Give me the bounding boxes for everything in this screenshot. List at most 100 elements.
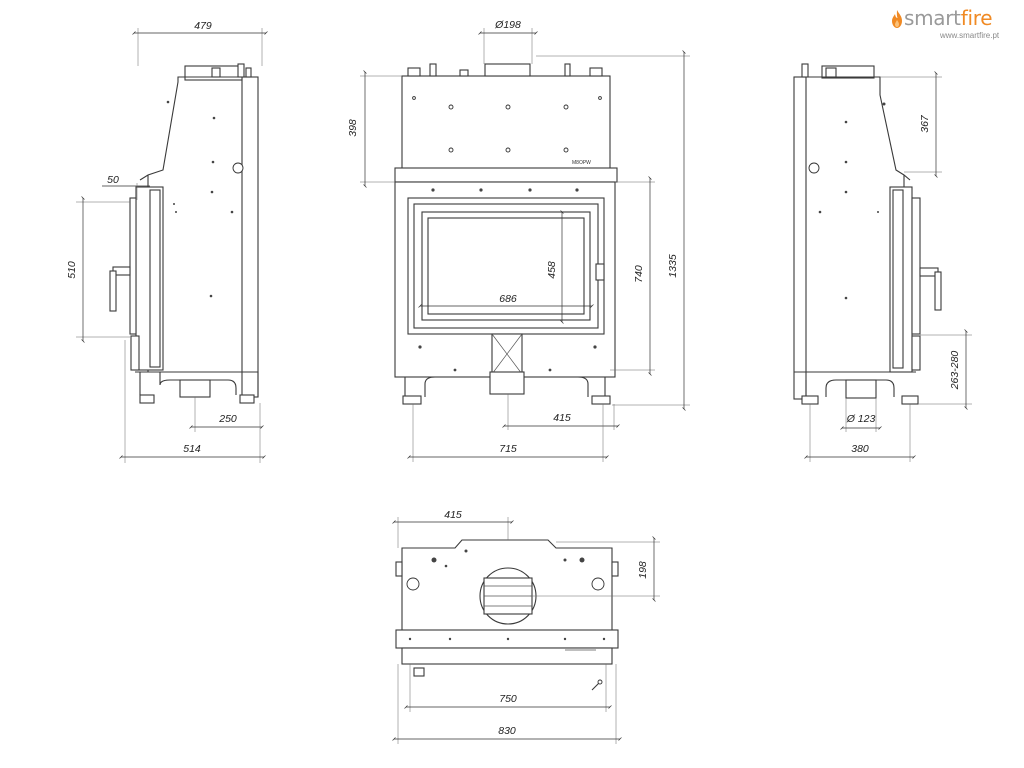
front-ash-channel-cross bbox=[491, 333, 523, 375]
front-foot-right bbox=[591, 395, 611, 405]
dim-air-inlet-height: 263-280 bbox=[949, 351, 961, 391]
front-rivet bbox=[528, 188, 532, 192]
dim-outlet-offset: 415 bbox=[553, 412, 571, 424]
dim-inner-width: 750 bbox=[499, 693, 517, 705]
top-side-lug-left bbox=[395, 561, 403, 577]
right-door-handle bbox=[934, 271, 942, 311]
front-bolt bbox=[563, 147, 569, 153]
front-rivet bbox=[479, 188, 483, 192]
top-fitting bbox=[464, 549, 468, 553]
front-bolt bbox=[412, 96, 416, 100]
top-rivet bbox=[448, 637, 452, 641]
left-lower-box bbox=[130, 335, 140, 371]
top-fitting bbox=[444, 564, 448, 568]
left-rivet bbox=[173, 203, 175, 205]
top-view: 415 198 750 830 bbox=[392, 509, 660, 744]
left-side-view: 479 50 510 250 514 bbox=[66, 20, 268, 463]
front-rivet bbox=[431, 188, 435, 192]
front-fitting-2 bbox=[429, 63, 437, 77]
left-foot-back bbox=[239, 394, 255, 404]
left-rivet bbox=[209, 294, 213, 298]
right-rivet bbox=[882, 102, 886, 106]
dim-overall-width: 830 bbox=[498, 725, 516, 737]
top-fitting bbox=[579, 557, 585, 563]
right-rivet bbox=[844, 190, 848, 194]
top-fitting bbox=[431, 557, 437, 563]
left-rivet bbox=[166, 100, 170, 104]
front-fitting-3 bbox=[459, 69, 469, 77]
dim-overall-depth: 380 bbox=[851, 443, 869, 455]
dim-frame-offset: 50 bbox=[107, 174, 119, 186]
front-bolt bbox=[448, 147, 454, 153]
left-base-line bbox=[135, 371, 259, 397]
front-view: M8OPW Ø198 398 458 bbox=[347, 19, 690, 462]
dim-top-depth: 479 bbox=[194, 20, 212, 32]
left-rivet bbox=[212, 116, 216, 120]
front-rivet bbox=[548, 368, 552, 372]
front-bolt bbox=[563, 104, 569, 110]
dim-air-inlet-diameter: Ø 123 bbox=[846, 413, 876, 425]
front-rivet bbox=[575, 188, 579, 192]
dim-total-height: 1335 bbox=[667, 254, 679, 278]
dim-upper-height: 367 bbox=[919, 114, 931, 133]
right-hood-outline bbox=[806, 76, 911, 181]
dim-flue-depth: 198 bbox=[637, 561, 649, 579]
left-door-glass bbox=[149, 189, 161, 368]
front-bolt bbox=[505, 147, 511, 153]
top-connector-right bbox=[591, 577, 605, 591]
top-rivet bbox=[506, 637, 510, 641]
front-upper-body bbox=[401, 75, 611, 183]
dim-outlet-offset: 250 bbox=[218, 413, 237, 425]
top-fitting bbox=[563, 558, 567, 562]
top-door-strip bbox=[401, 647, 613, 665]
flame-icon bbox=[892, 10, 902, 28]
dim-door-height: 510 bbox=[66, 261, 78, 279]
top-side-lug-right bbox=[611, 561, 619, 577]
front-rivet bbox=[418, 345, 422, 349]
left-rivet bbox=[211, 160, 215, 164]
front-fitting-4 bbox=[564, 63, 571, 77]
dim-flue-offset: 415 bbox=[444, 509, 462, 521]
dim-upper-height: 398 bbox=[347, 119, 359, 137]
front-fitting-1 bbox=[407, 67, 421, 77]
front-collar-band bbox=[394, 167, 618, 183]
right-back-panel bbox=[793, 76, 807, 400]
dim-flue-diameter: Ø198 bbox=[494, 19, 521, 31]
dim-overall-depth: 514 bbox=[183, 443, 201, 455]
dim-glass-height: 458 bbox=[546, 261, 558, 279]
brand-name-fire: fire bbox=[960, 6, 993, 30]
front-rivet bbox=[593, 345, 597, 349]
top-latch-box bbox=[413, 667, 425, 677]
left-door-face bbox=[129, 197, 137, 335]
front-foot-left bbox=[402, 395, 422, 405]
right-sensor-port bbox=[808, 162, 820, 174]
top-flue-grid bbox=[484, 585, 532, 607]
right-lower-box bbox=[911, 335, 921, 371]
right-rivet bbox=[818, 210, 822, 214]
right-door-face bbox=[911, 197, 921, 335]
left-rivet bbox=[230, 210, 234, 214]
dim-overall-width: 715 bbox=[499, 443, 517, 455]
right-fitting-2 bbox=[825, 67, 837, 78]
right-foot-front bbox=[901, 395, 919, 405]
left-hood-outline bbox=[139, 76, 258, 181]
front-door-latch bbox=[595, 263, 605, 281]
front-base-legs bbox=[404, 376, 606, 397]
front-bolt bbox=[448, 104, 454, 110]
front-plate-label: M8OPW bbox=[572, 160, 591, 166]
right-rivet bbox=[877, 211, 879, 213]
left-sensor-port bbox=[232, 162, 244, 174]
top-handle-knob bbox=[597, 679, 603, 685]
left-fitting-3 bbox=[245, 67, 252, 78]
left-rivet bbox=[175, 211, 177, 213]
dim-glass-width: 686 bbox=[499, 293, 517, 305]
left-rivet bbox=[210, 190, 214, 194]
front-door-glass-outer bbox=[421, 211, 591, 321]
right-rivet bbox=[844, 160, 848, 164]
brand-name-smart: smart bbox=[904, 6, 961, 30]
left-air-inlet bbox=[179, 379, 211, 398]
brand-url: www.smartfire.pt bbox=[940, 31, 1000, 40]
left-foot-front bbox=[139, 394, 155, 404]
top-rivet bbox=[602, 637, 606, 641]
